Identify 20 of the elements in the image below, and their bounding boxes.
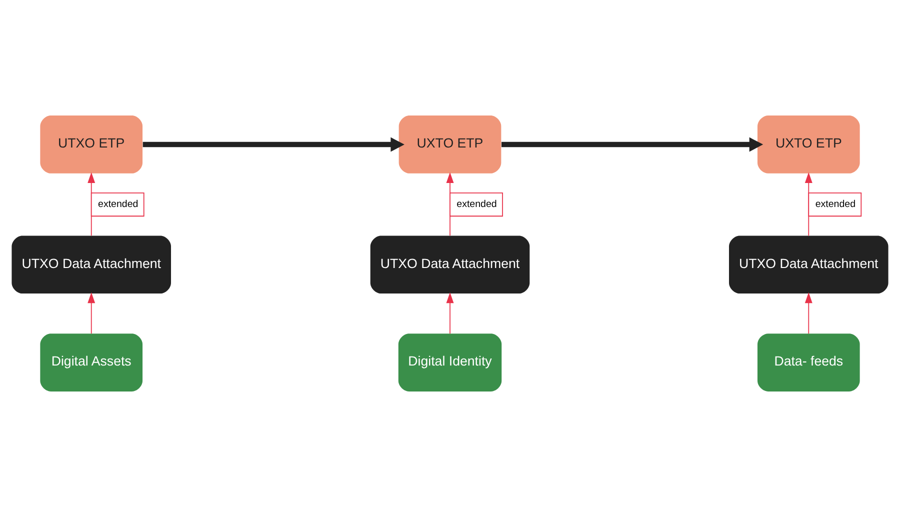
arrow: [446, 172, 454, 236]
node-box: UXTO ETP: [398, 116, 502, 174]
arrow: [446, 292, 454, 334]
edge-label: extended: [98, 199, 138, 210]
node-box: UTXO Data Attachment: [12, 236, 171, 294]
node-box: UTXO ETP: [40, 116, 143, 174]
arrow: [142, 137, 404, 152]
arrow: [804, 172, 812, 236]
edge-label: extended: [456, 199, 497, 210]
node-box: UXTO ETP: [757, 116, 860, 174]
arrow: [501, 137, 764, 152]
arrow: [88, 172, 96, 236]
node-box: Data- feeds: [757, 334, 860, 392]
edge-label: extended: [815, 199, 856, 210]
node-box: Digital Assets: [40, 334, 143, 392]
arrow: [88, 292, 96, 334]
node-box: UTXO Data Attachment: [370, 236, 530, 294]
node-box: Digital Identity: [398, 334, 502, 392]
node-box: UTXO Data Attachment: [729, 236, 888, 294]
arrow: [804, 292, 812, 334]
